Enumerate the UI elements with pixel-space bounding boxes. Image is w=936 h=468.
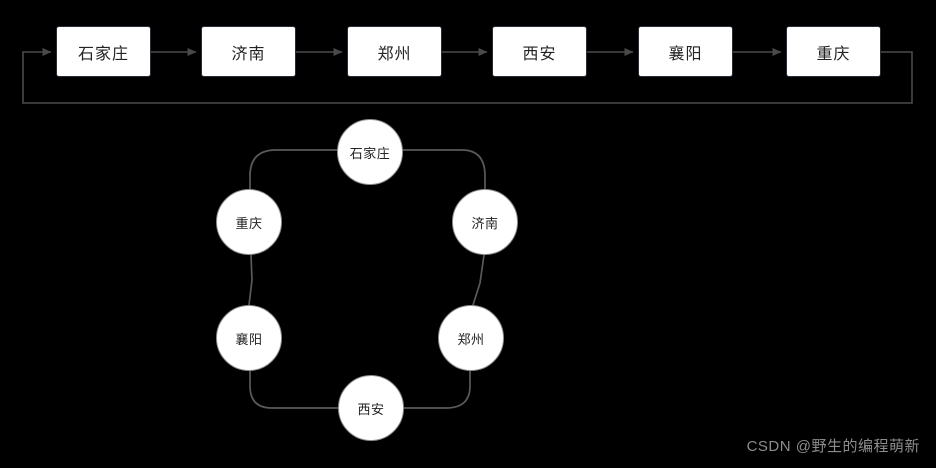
flow-node-jinan[interactable]: 济南 (201, 26, 296, 77)
ring-edge-chongqing-shijiazhuang (249, 149, 339, 190)
ring-edge-zhengzhou-xian (403, 370, 471, 409)
flow-edge-chongqing-shijiazhuang-loop (22, 48, 913, 104)
ring-node-label: 西安 (357, 401, 385, 417)
flow-node-label: 郑州 (377, 45, 412, 63)
ring-node-shijiazhuang[interactable]: 石家庄 (337, 119, 403, 185)
ring-node-label: 重庆 (235, 215, 263, 231)
ring-edge-xiangyang-chongqing (248, 254, 253, 306)
ring-node-zhengzhou[interactable]: 郑州 (438, 305, 504, 371)
flow-node-xian[interactable]: 西安 (492, 26, 587, 77)
flow-node-xiangyang[interactable]: 襄阳 (638, 26, 733, 77)
ring-node-jinan[interactable]: 济南 (452, 189, 518, 255)
flow-node-label: 济南 (231, 45, 266, 63)
flow-node-label: 西安 (522, 45, 557, 63)
ring-edge-xian-xiangyang (249, 370, 339, 409)
ring-edge-shijiazhuang-jinan (402, 149, 486, 190)
ring-edge-jinan-zhengzhou (472, 254, 485, 306)
ring-node-label: 襄阳 (235, 331, 263, 347)
flow-node-zhengzhou[interactable]: 郑州 (347, 26, 442, 77)
flow-node-label: 重庆 (816, 45, 851, 63)
ring-node-xian[interactable]: 西安 (338, 375, 404, 441)
flow-node-label: 石家庄 (77, 45, 129, 63)
watermark-text: CSDN @野生的编程萌新 (746, 438, 920, 455)
ring-node-label: 郑州 (457, 331, 485, 347)
flow-node-shijiazhuang[interactable]: 石家庄 (56, 26, 151, 77)
ring-node-label: 济南 (471, 215, 499, 231)
ring-node-label: 石家庄 (349, 145, 391, 161)
flow-node-label: 襄阳 (668, 45, 703, 63)
ring-node-chongqing[interactable]: 重庆 (216, 189, 282, 255)
flow-node-chongqing[interactable]: 重庆 (786, 26, 881, 77)
ring-node-xiangyang[interactable]: 襄阳 (216, 305, 282, 371)
